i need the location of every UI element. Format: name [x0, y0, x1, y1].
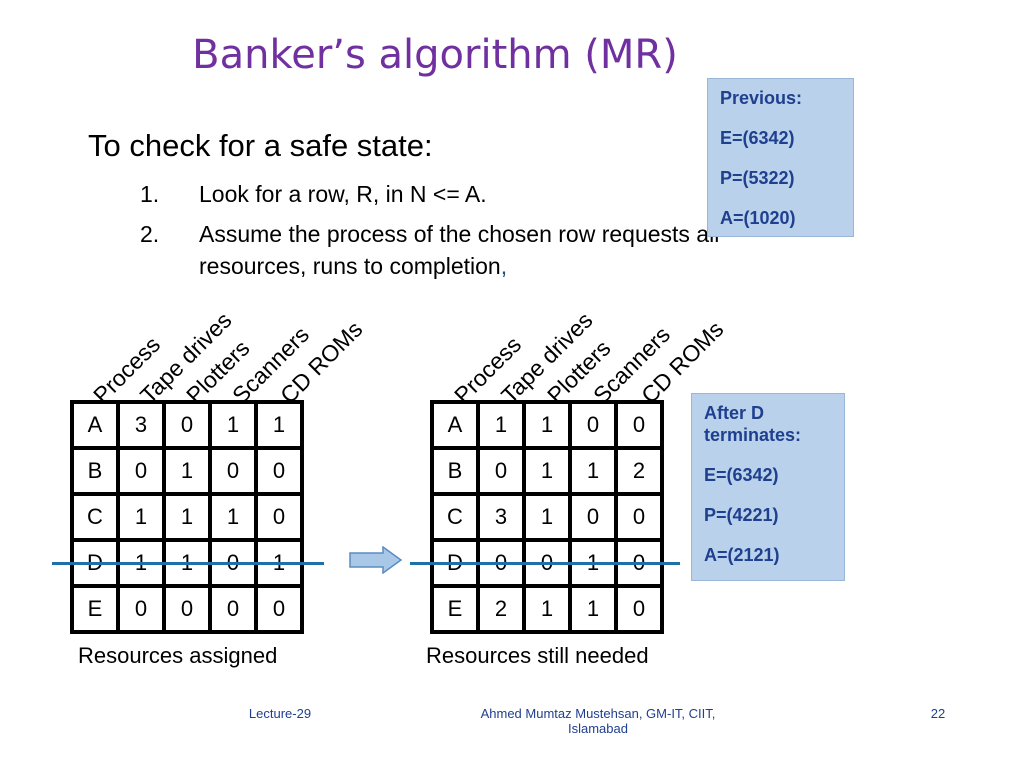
table-cell: 2 — [480, 588, 522, 630]
assigned-table: A 3 0 1 1 B 0 1 0 0 C 1 1 1 0 D 1 1 0 1 … — [70, 400, 304, 634]
table-cell: 1 — [526, 496, 568, 538]
step-number: 2. — [140, 221, 160, 247]
previous-heading: Previous: — [720, 88, 803, 108]
table-row: E 2 1 1 0 — [434, 588, 660, 630]
intro-text: To check for a safe state: — [88, 128, 433, 163]
previous-a: A=(1020) — [720, 208, 796, 228]
table-cell: 0 — [258, 496, 300, 538]
table-cell: 1 — [166, 450, 208, 492]
table-cell: 0 — [166, 588, 208, 630]
assigned-caption: Resources assigned — [78, 643, 278, 668]
table-cell: A — [74, 404, 116, 446]
table-cell: 0 — [166, 404, 208, 446]
table-cell: 0 — [258, 450, 300, 492]
table-cell: 1 — [526, 450, 568, 492]
step-text: Assume the process of the chosen row req… — [199, 221, 720, 279]
table-row: B 0 1 1 2 — [434, 450, 660, 492]
table-row: E 0 0 0 0 — [74, 588, 300, 630]
table-row: A 3 0 1 1 — [74, 404, 300, 446]
table-cell: 0 — [258, 588, 300, 630]
table-cell: 1 — [572, 588, 614, 630]
table-cell: 1 — [212, 496, 254, 538]
previous-e: E=(6342) — [720, 128, 795, 148]
table-cell: 0 — [212, 588, 254, 630]
footer-author: Ahmed Mumtaz Mustehsan, GM-IT, CIIT, Isl… — [480, 706, 716, 736]
table-cell: 2 — [618, 450, 660, 492]
after-heading: After D terminates: — [704, 403, 802, 445]
table-cell: 0 — [618, 496, 660, 538]
table-cell: 0 — [120, 450, 162, 492]
table-cell: E — [434, 588, 476, 630]
footer-lecture: Lecture-29 — [248, 706, 312, 721]
footer-page-number: 22 — [930, 706, 946, 721]
table-cell: B — [434, 450, 476, 492]
table-cell: C — [434, 496, 476, 538]
row-d-strike-line — [410, 562, 680, 565]
table-cell: 0 — [120, 588, 162, 630]
table-cell: 1 — [526, 404, 568, 446]
table-cell: 1 — [166, 496, 208, 538]
table-cell: 0 — [572, 404, 614, 446]
step-item: 2. Assume the process of the chosen row … — [140, 218, 799, 282]
table-row: C 3 1 0 0 — [434, 496, 660, 538]
table-cell: 1 — [212, 404, 254, 446]
slide-title: Banker’s algorithm (MR) — [192, 32, 678, 78]
table-cell: 0 — [618, 588, 660, 630]
table-cell: 0 — [618, 404, 660, 446]
table-cell: 1 — [120, 496, 162, 538]
needed-caption: Resources still needed — [426, 643, 649, 668]
table-row: C 1 1 1 0 — [74, 496, 300, 538]
table-cell: 3 — [480, 496, 522, 538]
step-text: Look for a row, R, in N <= A. — [199, 181, 487, 207]
table-cell: C — [74, 496, 116, 538]
step-number: 1. — [140, 181, 160, 207]
table-row: A 1 1 0 0 — [434, 404, 660, 446]
table-cell: 1 — [258, 404, 300, 446]
table-cell: 1 — [526, 588, 568, 630]
previous-p: P=(5322) — [720, 168, 795, 188]
step-item: 1. Look for a row, R, in N <= A. — [140, 178, 799, 210]
after-p: P=(4221) — [704, 505, 779, 525]
after-d-box: After D terminates: E=(6342) P=(4221) A=… — [691, 393, 845, 581]
table-cell: 1 — [480, 404, 522, 446]
table-cell: B — [74, 450, 116, 492]
table-cell: A — [434, 404, 476, 446]
needed-table: A 1 1 0 0 B 0 1 1 2 C 3 1 0 0 D 0 0 1 0 … — [430, 400, 664, 634]
steps-list: 1. Look for a row, R, in N <= A. 2. Assu… — [140, 178, 799, 290]
step-trailing-comma: , — [500, 253, 508, 279]
right-arrow-icon — [349, 546, 403, 574]
after-a: A=(2121) — [704, 545, 780, 565]
table-cell: 1 — [572, 450, 614, 492]
table-cell: E — [74, 588, 116, 630]
table-cell: 0 — [480, 450, 522, 492]
row-d-strike-line — [52, 562, 324, 565]
table-cell: 3 — [120, 404, 162, 446]
table-cell: 0 — [212, 450, 254, 492]
after-e: E=(6342) — [704, 465, 779, 485]
table-cell: 0 — [572, 496, 614, 538]
previous-state-box: Previous: E=(6342) P=(5322) A=(1020) — [707, 78, 854, 237]
table-row: B 0 1 0 0 — [74, 450, 300, 492]
needed-column-headers: Process Tape drives Plotters Scanners CD… — [0, 0, 728, 409]
